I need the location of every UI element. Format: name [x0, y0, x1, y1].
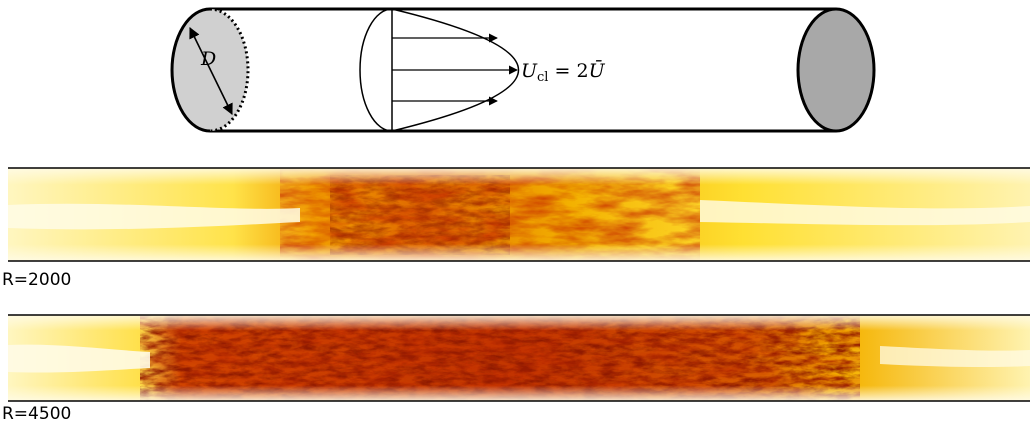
centerline-velocity-label: Ucl = 2Ū [521, 59, 606, 85]
flow-panel-r4500: R=4500 [2, 314, 1030, 421]
parabolic-profile [391, 8, 520, 132]
diameter-label: D [200, 48, 216, 70]
flow-panel-r2000: R=2000 [2, 167, 1030, 290]
profile-section-ellipse [359, 8, 393, 132]
pipe-inlet-dotted-edge [209, 7, 250, 133]
panel-label-r2000: R=2000 [2, 270, 71, 290]
pipe-diagram: D Ucl = 2Ū [170, 7, 876, 133]
panel-label-r4500: R=4500 [2, 404, 71, 421]
pipe-outlet-face [796, 7, 876, 133]
diameter-arrow [189, 26, 233, 116]
pipe-inlet-face [170, 7, 211, 133]
